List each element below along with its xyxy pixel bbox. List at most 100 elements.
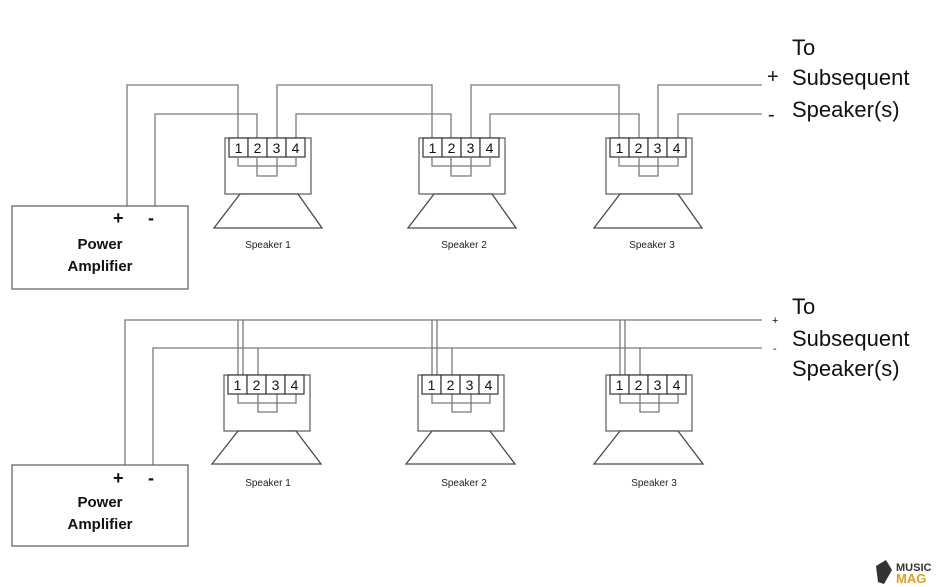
terminal-2-label: 2 bbox=[448, 140, 456, 156]
terminal-3-label: 3 bbox=[466, 377, 474, 393]
bottom-wire-minus-bus bbox=[152, 347, 762, 465]
terminal-4-label: 4 bbox=[673, 377, 681, 393]
top-amp-minus-sign: - bbox=[148, 208, 154, 228]
terminal-4-label: 4 bbox=[485, 377, 493, 393]
speaker-label: Speaker 1 bbox=[245, 478, 291, 489]
speaker-internal-wire-inner bbox=[638, 158, 659, 177]
top-speaker-3: 1 2 3 4 Speaker 3 bbox=[592, 137, 704, 251]
terminal-2-label: 2 bbox=[254, 140, 262, 156]
bottom-note-line3: Speaker(s) bbox=[792, 356, 900, 381]
bottom-speaker-3: 1 2 3 4 Speaker 3 bbox=[592, 374, 705, 489]
terminal-3-label: 3 bbox=[467, 140, 475, 156]
terminal-block: 1 2 3 4 bbox=[609, 374, 687, 395]
terminal-block: 1 2 3 4 bbox=[227, 374, 305, 395]
terminal-block: 1 2 3 4 bbox=[422, 137, 500, 158]
bottom-diagram: + - Power Amplifier 1 2 3 4 Speaker 1 bbox=[11, 294, 909, 547]
top-output-plus-sign: + bbox=[767, 66, 779, 88]
speaker-internal-wire-outer bbox=[431, 394, 491, 404]
bottom-power-amplifier: + - Power Amplifier bbox=[11, 464, 189, 547]
top-wire-amp-plus bbox=[126, 84, 239, 206]
top-power-amplifier: + - Power Amplifier bbox=[11, 205, 189, 290]
speaker-internal-wire-outer bbox=[619, 394, 679, 404]
musicmag-logo: MUSIC MAG bbox=[876, 560, 932, 586]
terminal-2-label: 2 bbox=[635, 377, 643, 393]
terminal-3-label: 3 bbox=[272, 377, 280, 393]
speaker-label: Speaker 2 bbox=[441, 478, 487, 489]
speaker-internal-wire-inner bbox=[451, 394, 472, 413]
terminal-block: 1 2 3 4 bbox=[228, 137, 306, 158]
speaker-label: Speaker 2 bbox=[441, 240, 487, 251]
top-note-line3: Speaker(s) bbox=[792, 97, 900, 122]
bottom-wiring bbox=[124, 319, 762, 465]
top-amp-label-line1: Power bbox=[77, 236, 122, 253]
speaker-internal-wire-inner bbox=[257, 394, 278, 413]
top-wire-out-plus bbox=[657, 84, 762, 138]
guitarist-silhouette-icon bbox=[876, 560, 892, 584]
bottom-amp-label-line1: Power bbox=[77, 494, 122, 511]
terminal-2-label: 2 bbox=[635, 140, 643, 156]
terminal-1-label: 1 bbox=[616, 377, 624, 393]
terminal-4-label: 4 bbox=[673, 140, 681, 156]
terminal-2-label: 2 bbox=[253, 377, 261, 393]
speaker-internal-wire-outer bbox=[431, 158, 491, 167]
speaker-label: Speaker 1 bbox=[245, 240, 291, 251]
speaker-internal-wire-inner bbox=[450, 158, 472, 177]
terminal-3-label: 3 bbox=[654, 140, 662, 156]
top-output-minus-sign: - bbox=[768, 104, 775, 126]
speaker-cone-icon bbox=[210, 430, 323, 465]
bottom-amp-plus-sign: + bbox=[113, 468, 124, 488]
speaker-cone-icon bbox=[592, 193, 704, 229]
speaker-cone-icon bbox=[406, 193, 518, 229]
top-wire-s2-s3-a bbox=[470, 84, 620, 138]
speaker-cone-icon bbox=[212, 193, 324, 229]
speaker-internal-wire-outer bbox=[618, 158, 679, 167]
terminal-block: 1 2 3 4 bbox=[609, 137, 687, 158]
bottom-amp-minus-sign: - bbox=[148, 468, 154, 488]
speaker-internal-wire-inner bbox=[256, 158, 278, 177]
terminal-block: 1 2 3 4 bbox=[421, 374, 499, 395]
top-speaker-2: 1 2 3 4 Speaker 2 bbox=[406, 137, 518, 251]
top-note-line1: To bbox=[792, 35, 815, 60]
top-wire-s1-s2-b bbox=[295, 113, 452, 138]
bottom-note-line2: Subsequent bbox=[792, 326, 909, 351]
bottom-note-line1: To bbox=[792, 294, 815, 319]
terminal-2-label: 2 bbox=[447, 377, 455, 393]
logo-line2: MAG bbox=[896, 571, 926, 586]
bottom-wire-plus-bus bbox=[124, 319, 762, 465]
speaker-label: Speaker 3 bbox=[631, 478, 677, 489]
top-note-line2: Subsequent bbox=[792, 65, 909, 90]
terminal-4-label: 4 bbox=[292, 140, 300, 156]
terminal-3-label: 3 bbox=[654, 377, 662, 393]
top-amplifier-box bbox=[11, 205, 189, 290]
speaker-cone-icon bbox=[404, 430, 517, 465]
terminal-1-label: 1 bbox=[234, 377, 242, 393]
speaker-cone-icon bbox=[592, 430, 705, 465]
bottom-speaker-1: 1 2 3 4 Speaker 1 bbox=[210, 374, 323, 489]
bottom-amp-label-line2: Amplifier bbox=[67, 516, 132, 533]
bottom-speaker-2: 1 2 3 4 Speaker 2 bbox=[404, 374, 517, 489]
terminal-4-label: 4 bbox=[486, 140, 494, 156]
terminal-3-label: 3 bbox=[273, 140, 281, 156]
logo-line1: MUSIC bbox=[896, 562, 932, 574]
top-wire-out-minus bbox=[677, 113, 762, 138]
speaker-internal-wire-outer bbox=[237, 394, 297, 404]
top-diagram: + - Power Amplifier 1 2 3 4 Speaker 1 bbox=[11, 35, 909, 290]
bottom-output-minus-sign: - bbox=[773, 343, 777, 355]
top-amp-label-line2: Amplifier bbox=[67, 258, 132, 275]
top-wire-s1-s2-a bbox=[276, 84, 433, 138]
top-speaker-1: 1 2 3 4 Speaker 1 bbox=[212, 137, 324, 251]
speaker-label: Speaker 3 bbox=[629, 240, 675, 251]
speaker-internal-wire-inner bbox=[639, 394, 660, 413]
terminal-1-label: 1 bbox=[616, 140, 624, 156]
terminal-4-label: 4 bbox=[291, 377, 299, 393]
terminal-1-label: 1 bbox=[428, 377, 436, 393]
top-wiring bbox=[126, 84, 762, 206]
top-wire-s2-s3-b bbox=[489, 113, 640, 138]
speaker-internal-wire-outer bbox=[237, 158, 297, 167]
bottom-output-plus-sign: + bbox=[772, 315, 778, 327]
top-amp-plus-sign: + bbox=[113, 208, 124, 228]
terminal-1-label: 1 bbox=[429, 140, 437, 156]
bottom-amplifier-box bbox=[11, 464, 189, 547]
top-wire-amp-minus bbox=[154, 113, 258, 206]
